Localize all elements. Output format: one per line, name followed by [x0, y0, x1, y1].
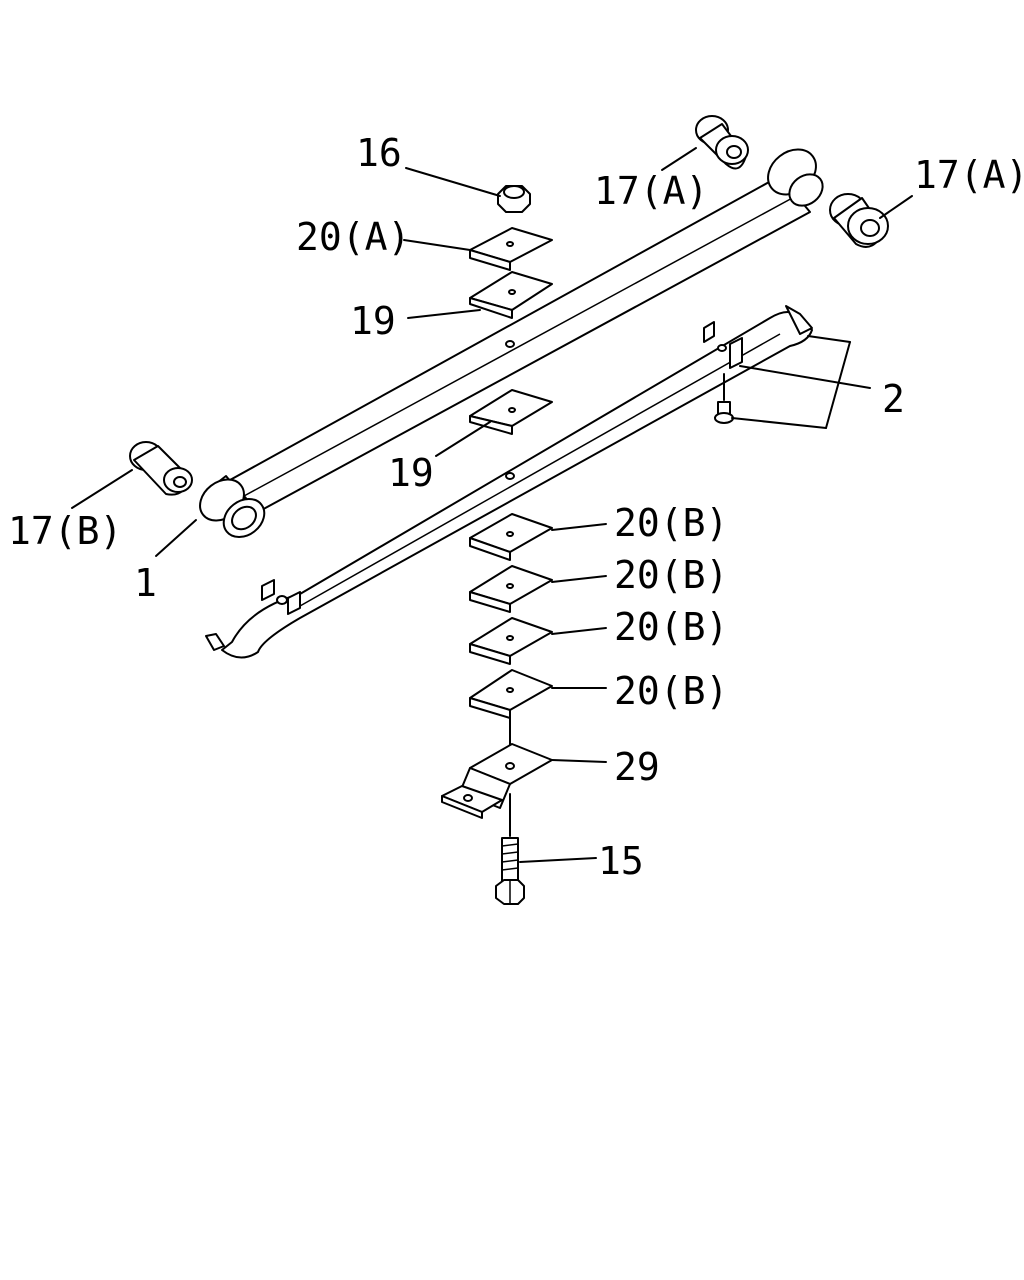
shim-20b-4	[469, 669, 553, 719]
label-20a: 20(A)	[296, 215, 410, 259]
bolt-15	[495, 837, 525, 905]
label-17b: 17(B)	[8, 509, 122, 553]
label-20b-4: 20(B)	[614, 669, 728, 713]
label-19-lower: 19	[388, 451, 434, 495]
label-20b-3: 20(B)	[614, 605, 728, 649]
label-1: 1	[134, 561, 157, 605]
label-16: 16	[356, 131, 402, 175]
shim-20a	[469, 227, 553, 271]
shim-20b-2	[469, 565, 553, 613]
main-leaf-spring	[199, 148, 824, 539]
pad-19-lower	[469, 389, 553, 435]
leader-lines	[71, 147, 913, 863]
label-17a-right: 17(A)	[914, 153, 1024, 197]
bushing-17a-top	[695, 115, 749, 170]
bushing-17b	[129, 441, 193, 496]
shim-20b-1	[469, 513, 553, 561]
label-15: 15	[598, 839, 644, 883]
bracket-29	[441, 743, 553, 819]
label-29: 29	[614, 745, 660, 789]
label-2: 2	[882, 377, 905, 421]
helper-leaf	[205, 305, 813, 659]
label-17a-top: 17(A)	[594, 169, 708, 213]
label-20b-1: 20(B)	[614, 501, 728, 545]
pad-19-upper	[469, 271, 553, 319]
nut-16	[497, 185, 531, 213]
bushing-17a-right	[829, 193, 889, 248]
label-19-upper: 19	[350, 299, 396, 343]
label-20b-2: 20(B)	[614, 553, 728, 597]
shim-20b-3	[469, 617, 553, 665]
